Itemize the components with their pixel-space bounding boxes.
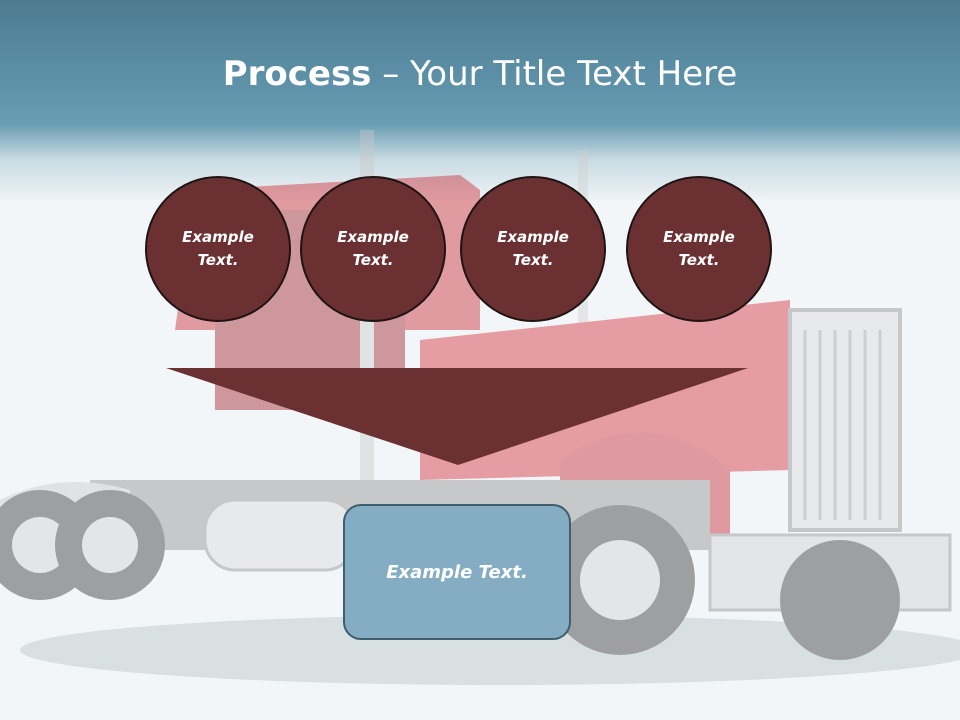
step-1-label: Example Text. — [182, 228, 254, 269]
title-rest: – Your Title Text Here — [371, 54, 738, 94]
result-box: Example Text. — [343, 504, 571, 640]
result-label: Example Text. — [386, 561, 528, 583]
process-step-circle-1: Example Text. — [145, 176, 291, 322]
process-step-circle-3: Example Text. — [460, 176, 606, 322]
process-step-circle-4: Example Text. — [626, 176, 772, 322]
step-4-label: Example Text. — [663, 228, 735, 269]
step-2-label: Example Text. — [337, 228, 409, 269]
header-band — [0, 0, 960, 200]
step-3-label: Example Text. — [497, 228, 569, 269]
process-step-circle-2: Example Text. — [300, 176, 446, 322]
title-bold: Process — [222, 54, 372, 94]
page-title: Process – Your Title Text Here — [0, 52, 960, 96]
